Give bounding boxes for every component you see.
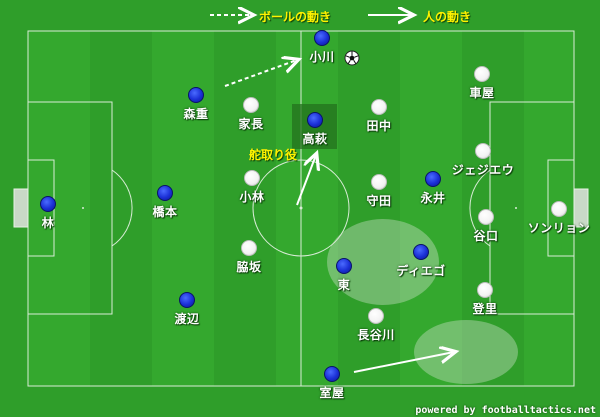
- blue-player-marker: [307, 112, 323, 128]
- player-name-label: 東: [337, 278, 351, 292]
- player-movement-arrow-muroya: [353, 352, 454, 373]
- blue-player-marker: [157, 185, 173, 201]
- blue-player-marker: [324, 366, 340, 382]
- player-name-label: 小川: [309, 50, 335, 64]
- player-name-label: 谷口: [473, 229, 499, 243]
- player-name-label: 永井: [420, 191, 446, 205]
- space-highlight-center: [327, 219, 439, 305]
- player-name-label: 渡辺: [174, 312, 200, 326]
- player-name-label: 長谷川: [357, 328, 395, 342]
- white-player-marker: [551, 201, 567, 217]
- soccer-ball-icon: [344, 50, 360, 66]
- blue-player-marker: [413, 244, 429, 260]
- legend-player-movement-label: 人の動き: [423, 10, 472, 24]
- legend-ball-movement-label: ボールの動き: [259, 10, 332, 24]
- white-player-marker: [474, 66, 490, 82]
- player-name-label: 橋本: [152, 205, 178, 219]
- white-player-marker: [368, 308, 384, 324]
- credit-watermark: powered by footballtactics.net: [415, 405, 596, 416]
- player-name-label: ソンリョン: [527, 221, 591, 235]
- blue-player-marker: [179, 292, 195, 308]
- left-goal: [13, 188, 29, 228]
- player-name-label: 森重: [183, 107, 209, 121]
- player-name-label: 車屋: [469, 86, 495, 100]
- white-player-marker: [475, 143, 491, 159]
- player-name-label: 家長: [238, 117, 264, 131]
- white-player-marker: [477, 282, 493, 298]
- player-name-label: 田中: [366, 119, 392, 133]
- white-player-marker: [243, 97, 259, 113]
- space-highlight-right: [414, 320, 518, 384]
- right-goal: [573, 188, 589, 228]
- blue-player-marker: [40, 196, 56, 212]
- player-name-label: 林: [41, 216, 55, 230]
- white-player-marker: [241, 240, 257, 256]
- player-name-label: 室屋: [319, 386, 345, 400]
- blue-player-marker: [314, 30, 330, 46]
- white-player-marker: [478, 209, 494, 225]
- blue-player-marker: [336, 258, 352, 274]
- white-player-marker: [244, 170, 260, 186]
- ball-movement-arrow: [224, 60, 297, 87]
- player-name-label: ディエゴ: [396, 264, 446, 278]
- blue-player-marker: [425, 171, 441, 187]
- player-movement-arrow-takahagi: [296, 155, 316, 206]
- player-name-label: 高萩: [302, 132, 328, 146]
- player-name-label: 登里: [472, 302, 498, 316]
- blue-player-marker: [188, 87, 204, 103]
- player-name-label: ジェジエウ: [451, 163, 515, 177]
- player-name-label: 脇坂: [236, 260, 262, 274]
- white-player-marker: [371, 174, 387, 190]
- white-player-marker: [371, 99, 387, 115]
- role-label-helmsman: 舵取り役: [249, 148, 298, 162]
- player-name-label: 小林: [239, 190, 265, 204]
- player-name-label: 守田: [366, 194, 392, 208]
